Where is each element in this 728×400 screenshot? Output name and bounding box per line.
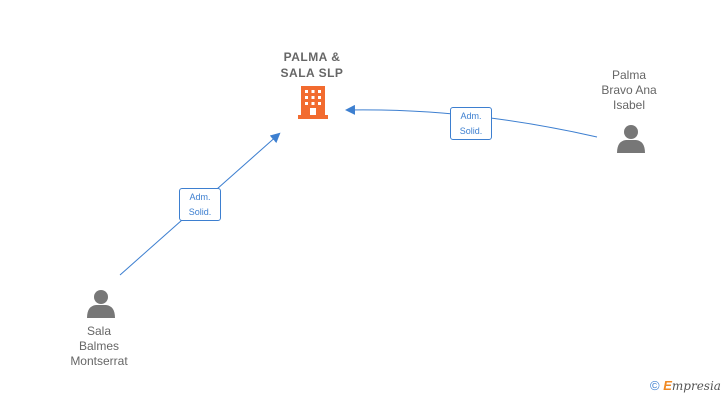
building-icon[interactable] [298, 86, 328, 119]
edge-role-label-left: Adm. Solid. [179, 188, 221, 221]
company-name-label[interactable]: PALMA & SALA SLP [280, 50, 344, 80]
person-icon-right[interactable] [617, 125, 645, 153]
person-icon-left[interactable] [87, 290, 115, 318]
person-right-name-label[interactable]: Palma Bravo Ana Isabel [601, 68, 657, 112]
copyright-symbol: © [650, 378, 660, 393]
empresia-watermark: © Empresia [650, 378, 721, 393]
brand-name: mpresia [671, 379, 721, 393]
person-left-name-label[interactable]: Sala Balmes Montserrat [70, 324, 128, 368]
brand-initial: E [663, 378, 672, 393]
edge-role-label-right: Adm. Solid. [450, 107, 492, 140]
